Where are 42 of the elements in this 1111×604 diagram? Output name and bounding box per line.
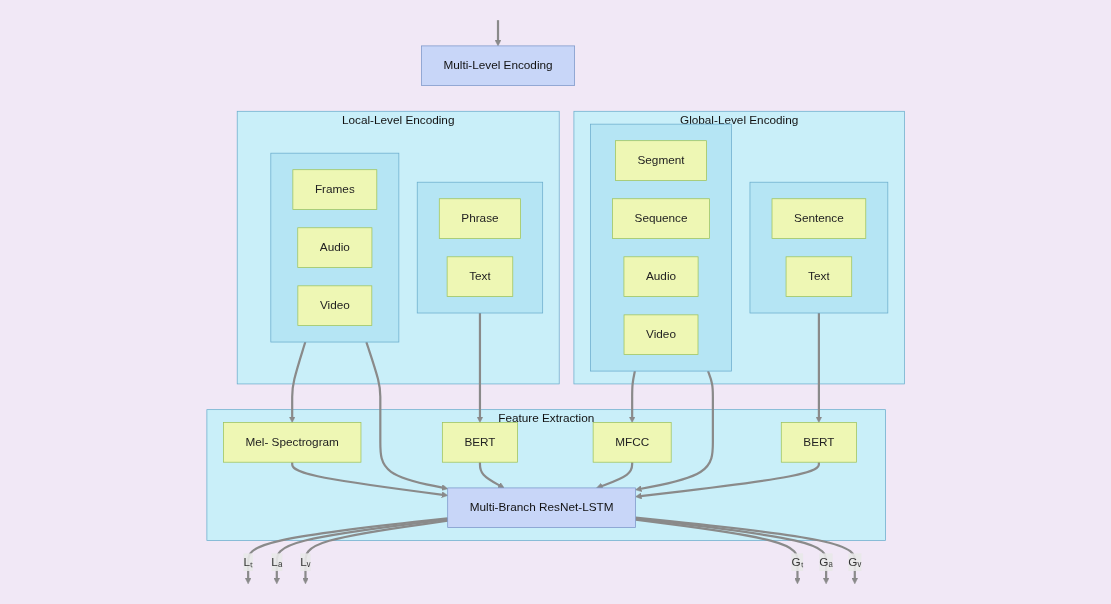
edge-label: Gₐ [819, 555, 833, 569]
node-box: Text [785, 256, 852, 297]
node-box: Video [297, 285, 373, 326]
cluster [589, 123, 732, 372]
arrow [635, 462, 820, 500]
cluster [749, 181, 889, 314]
arrow [815, 313, 822, 423]
node-box: Multi-Branch ResNet-LSTM [447, 487, 636, 528]
node-box: Audio [297, 227, 373, 268]
arrow [494, 20, 502, 47]
node-box: Phrase [438, 198, 521, 239]
arrow [628, 370, 636, 423]
node-box: Multi-Level Encoding [420, 45, 575, 86]
edge-label: Lₐ [271, 555, 283, 569]
arrow [596, 462, 634, 489]
node-box: Sequence [612, 198, 710, 239]
node-box: Mel- Spectrogram [222, 422, 362, 463]
arrow [635, 518, 801, 585]
node-box: MFCC [592, 422, 672, 463]
node-box: Segment [614, 140, 707, 181]
edge-label: Lₜ [243, 555, 253, 569]
arrow [290, 462, 448, 498]
arrow [478, 462, 505, 489]
edge-label: Gₜ [791, 555, 804, 569]
node-box: Frames [292, 169, 378, 210]
arrow [288, 341, 307, 423]
node-box: Text [446, 256, 514, 297]
arrow [273, 518, 448, 585]
cluster [270, 152, 400, 343]
node-box: Video [623, 314, 699, 355]
node-box: BERT [441, 422, 518, 463]
edge-label: Gᵥ [848, 555, 862, 569]
arrow [365, 341, 448, 491]
node-box: Audio [623, 256, 699, 297]
cluster [416, 181, 543, 314]
node-box: Sentence [771, 198, 867, 239]
arrow [635, 370, 714, 492]
arrow [302, 519, 448, 585]
arrow [244, 517, 448, 585]
arrow [476, 313, 484, 423]
edge-label: Lᵥ [300, 555, 311, 569]
node-box: BERT [780, 422, 857, 463]
